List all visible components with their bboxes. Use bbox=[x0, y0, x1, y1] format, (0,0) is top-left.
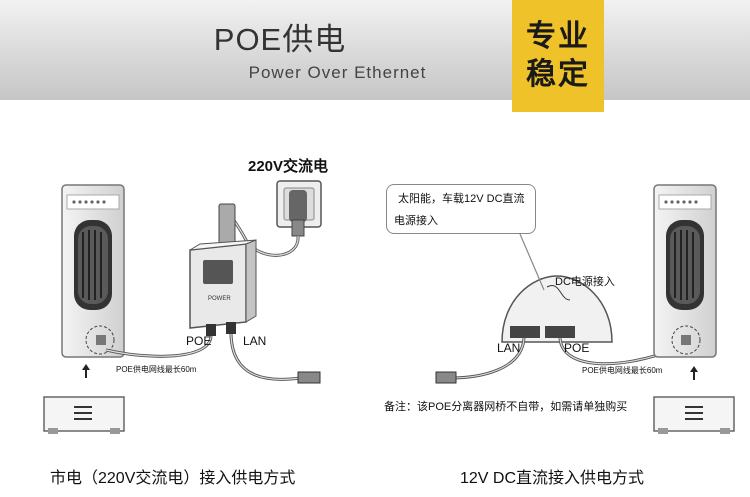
callout-line-1: 太阳能，车载12V DC直流 bbox=[398, 193, 525, 205]
poe-adapter-icon: POWER bbox=[189, 239, 257, 336]
page-title: POE供电 bbox=[213, 22, 347, 57]
rj45-plug-left-icon bbox=[297, 371, 321, 384]
dc-input-label: DC电源接入 bbox=[555, 276, 615, 288]
callout-pointer bbox=[519, 233, 545, 291]
right-wireless-bridge-icon bbox=[653, 184, 717, 358]
poe-splitter-icon bbox=[501, 275, 613, 343]
wall-socket-icon bbox=[276, 180, 322, 237]
rj45-plug-right-icon bbox=[435, 371, 457, 384]
right-mount-bracket-icon bbox=[653, 396, 735, 434]
left-mount-bracket-icon bbox=[43, 396, 125, 434]
header-banner: POE供电 Power Over Ethernet bbox=[0, 0, 750, 100]
power-plug-icon bbox=[218, 203, 236, 245]
splitter-remark: 备注：该POE分离器网桥不自带，如需请单独购买 bbox=[384, 401, 628, 413]
dc-source-callout bbox=[386, 184, 536, 234]
poe-port-label-left: POE bbox=[186, 334, 212, 348]
lan-port-label-left: LAN bbox=[243, 334, 267, 348]
feature-badge: 专业 稳定 bbox=[512, 0, 604, 112]
left-caption: 市电（220V交流电）接入供电方式 bbox=[50, 470, 296, 487]
badge-line-1: 专业 bbox=[526, 20, 590, 53]
cable-length-note-left: POE供电网线最长60m bbox=[116, 365, 197, 374]
page-subtitle: Power Over Ethernet bbox=[248, 63, 427, 82]
power-source-label: 220V交流电 bbox=[248, 158, 329, 175]
poe-port-label-right: POE bbox=[564, 341, 590, 355]
lan-port-label-right: LAN bbox=[497, 341, 521, 355]
adapter-label: POWER bbox=[208, 296, 231, 302]
callout-line-2: 电源接入 bbox=[394, 215, 438, 227]
badge-line-2: 稳定 bbox=[526, 58, 590, 91]
left-wireless-bridge-icon bbox=[61, 184, 125, 358]
right-caption: 12V DC直流接入供电方式 bbox=[460, 470, 645, 487]
cable-length-note-right: POE供电网线最长60m bbox=[582, 366, 663, 375]
